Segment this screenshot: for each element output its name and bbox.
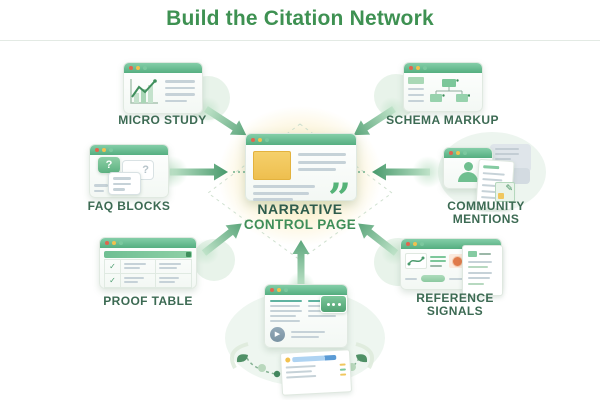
link-graph-icon [405, 253, 427, 269]
window-titlebar [100, 238, 196, 248]
text-lines [270, 300, 302, 322]
progress-bar [292, 354, 337, 363]
node-micro-study: MICRO STUDY [100, 62, 225, 127]
snippet-card [279, 349, 353, 396]
node-community-mentions: ✎ COMMUNITY MENTIONS [438, 140, 534, 230]
pencil-icon: ✎ [505, 183, 513, 193]
text-lines [407, 77, 424, 105]
leaf-icon [236, 354, 248, 363]
node-proof-table: ✓ ✓ PROOF TABLE [92, 237, 204, 308]
person-icon [444, 162, 492, 182]
check-icon: ✓ [105, 260, 121, 274]
node-faq-blocks: ? ? FAQ BLOCKS [70, 144, 188, 213]
chart-icon [129, 79, 158, 104]
window-titlebar [265, 285, 347, 295]
window-titlebar [123, 63, 202, 73]
text-lines [430, 255, 446, 267]
highlight-pill [421, 275, 445, 282]
faq-bubble-text [108, 172, 141, 195]
hero-image-placeholder [253, 151, 291, 180]
title-divider [0, 40, 600, 41]
window-titlebar [90, 145, 168, 155]
bullet-dot-icon [285, 357, 291, 363]
schema-markup-window [402, 62, 483, 112]
comment-bubble-icon [320, 295, 347, 313]
flowchart-icon [429, 79, 470, 102]
proof-table-grid: ✓ ✓ [104, 259, 192, 288]
node-reference-signals: REFERENCE SIGNALS [392, 236, 518, 318]
play-button-icon: ▶ [270, 327, 285, 342]
community-mentions-label: COMMUNITY MENTIONS [447, 199, 525, 226]
text-lines [253, 185, 349, 201]
reference-signals-label: REFERENCE SIGNALS [416, 291, 494, 318]
question-mark-icon: ? [105, 159, 113, 171]
leaf-icon [356, 354, 368, 363]
node-schema-markup: SCHEMA MARKUP [385, 62, 500, 127]
page-title: Build the Citation Network [166, 7, 434, 30]
faq-blocks-label: FAQ BLOCKS [87, 199, 171, 213]
center-dashed-diamond [207, 123, 393, 261]
window-titlebar [403, 63, 482, 73]
check-icon: ✓ [105, 274, 121, 287]
narrative-control-page-window: ” [245, 133, 357, 219]
window-titlebar [444, 148, 492, 158]
table-header-row [104, 251, 192, 258]
text-lines [291, 331, 325, 338]
text-lines [164, 77, 195, 107]
quote-icon: ” [327, 175, 351, 222]
center-label-line1: NARRATIVE [257, 201, 343, 217]
node-video-asset: ▶ [264, 284, 348, 348]
micro-study-label: MICRO STUDY [118, 113, 207, 127]
faq-blocks-window: ? ? [89, 144, 169, 198]
reference-document [462, 245, 503, 296]
proof-table-window: ✓ ✓ [99, 237, 197, 289]
window-titlebar [246, 134, 356, 145]
text-lines [298, 151, 346, 180]
window-titlebar [401, 239, 501, 249]
proof-table-label: PROOF TABLE [103, 294, 193, 308]
faq-bubble-green: ? [98, 157, 120, 173]
schema-markup-label: SCHEMA MARKUP [386, 113, 499, 127]
micro-study-window [122, 62, 203, 114]
author-badge-icon: ✎ [495, 182, 515, 202]
question-mark-icon: ? [142, 164, 149, 176]
text-lines [94, 184, 108, 192]
video-asset-window: ▶ [264, 284, 348, 348]
center-label-line2: CONTROL PAGE [243, 217, 357, 232]
